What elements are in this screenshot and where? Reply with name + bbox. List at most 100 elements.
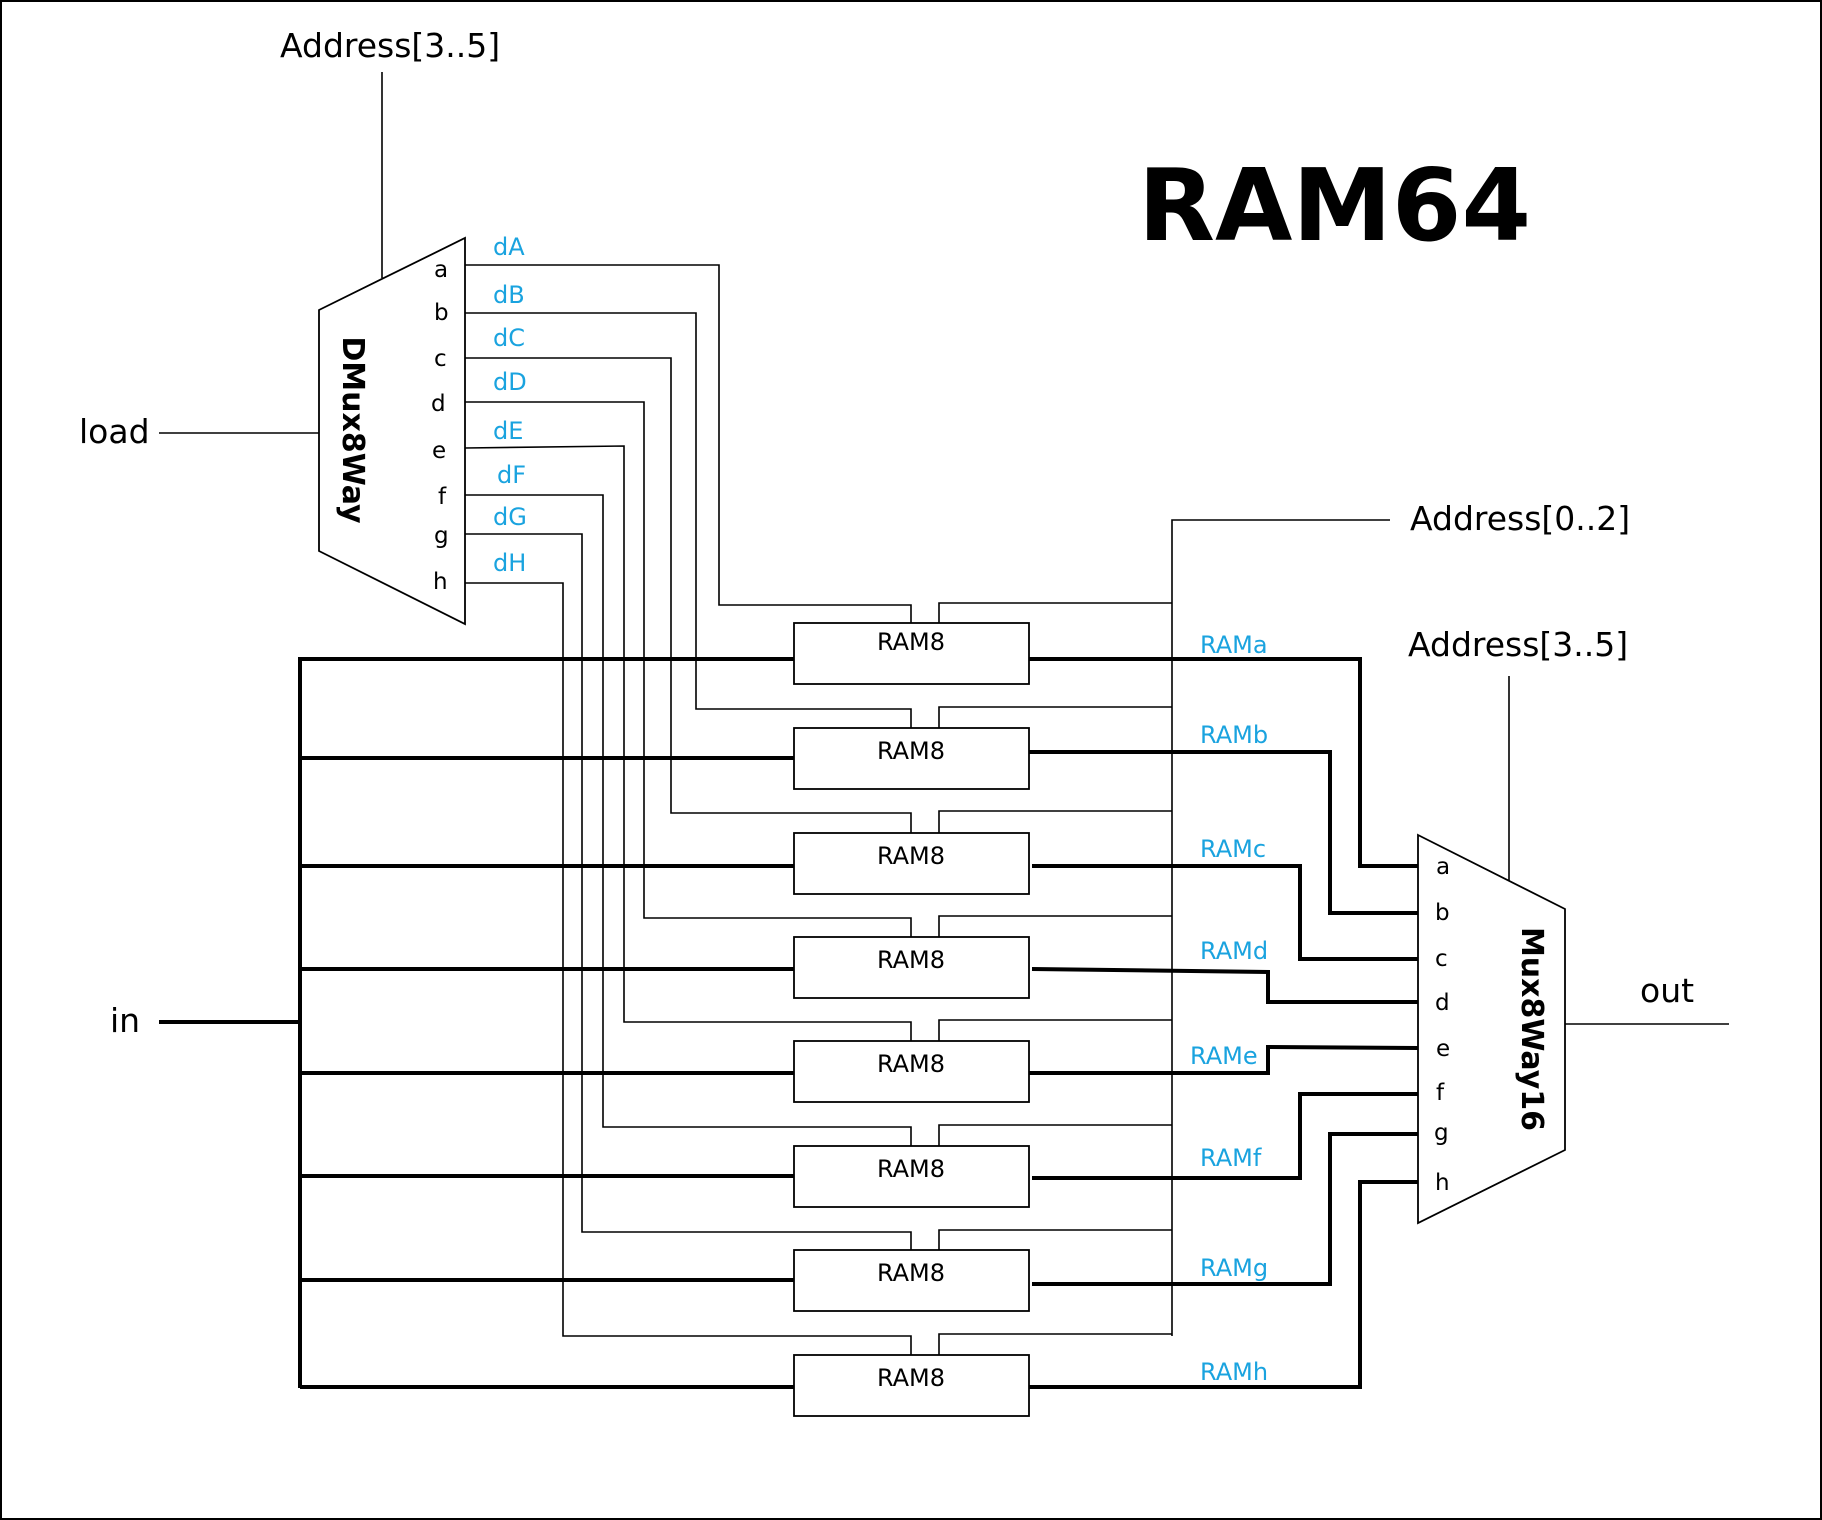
dmux8way-label: DMux8Way: [335, 336, 370, 524]
dmux-wire-g: [465, 533, 912, 1250]
ram8-label: RAM8: [877, 842, 945, 870]
in-label: in: [110, 1001, 140, 1040]
mux8way16-block: [1417, 833, 1566, 1225]
dmux-signal-label: dC: [493, 324, 525, 352]
mux-pin: e: [1436, 1036, 1450, 1062]
ram8-block-f: RAM8: [793, 1145, 1030, 1208]
ram-output-label: RAMh: [1200, 1358, 1268, 1386]
ram-output-label: RAMa: [1200, 631, 1268, 659]
dmux-pin-labels: a b c d e f g h: [431, 257, 449, 595]
address-low-label: Address[0..2]: [1410, 499, 1630, 538]
ram-output-label: RAMd: [1200, 937, 1268, 965]
ram8-block-d: RAM8: [793, 936, 1030, 999]
mux-pin: a: [1436, 854, 1450, 880]
dmux-signal-label: dF: [497, 461, 526, 489]
dmux-signal-label: dD: [493, 368, 527, 396]
dmux-pin: h: [433, 569, 448, 595]
address-tap: [938, 1124, 1172, 1146]
dmux-wire-f: [465, 494, 912, 1146]
ram8-box: [793, 1040, 1030, 1103]
mux8way16-label: Mux8Way16: [1514, 927, 1549, 1131]
address-low-taps: [938, 602, 1172, 1355]
mux-pin: f: [1436, 1080, 1445, 1106]
address-tap: [938, 810, 1172, 833]
ram8-label: RAM8: [877, 1259, 945, 1287]
ram8-block-g: RAM8: [793, 1249, 1030, 1312]
in-bus: [159, 657, 794, 1389]
dmux-pin: e: [432, 438, 446, 464]
mux-pin: g: [1434, 1120, 1449, 1146]
ram-output-wires: [1029, 657, 1419, 1389]
dmux-pin: c: [434, 346, 447, 372]
ram-out-wire-g: [1032, 1132, 1418, 1286]
ram-out-wire-b: [1029, 750, 1418, 915]
dmux-wire-h: [465, 582, 912, 1355]
ram-out-wire-a: [1029, 657, 1418, 868]
dmux-pin: g: [434, 523, 449, 549]
ram8-label: RAM8: [877, 737, 945, 765]
ram-out-wire-f: [1032, 1092, 1418, 1180]
dmux-wire-b: [465, 312, 912, 728]
ram8-blocks: RAM8 RAM8 RAM8 RAM8 RAM8 RAM8 RAM8 RAM8: [793, 622, 1030, 1417]
ram8-box: [793, 832, 1030, 895]
dmux-signal-label: dB: [493, 281, 525, 309]
address-high-label-dmux: Address[3..5]: [280, 26, 500, 65]
dmux-pin: a: [434, 257, 448, 283]
mux-pin: d: [1435, 990, 1450, 1016]
address-tap: [938, 1019, 1172, 1041]
dmux-wire-e: [464, 445, 912, 1041]
dmux-wire-d: [465, 401, 912, 937]
ram-output-label: RAMf: [1200, 1144, 1262, 1172]
ram8-block-h: RAM8: [793, 1354, 1030, 1417]
ram8-block-c: RAM8: [793, 832, 1030, 895]
mux-pin: h: [1435, 1170, 1450, 1196]
ram-output-labels: RAMa RAMb RAMc RAMd RAMe RAMf RAMg RAMh: [1190, 631, 1268, 1386]
ram-out-wire-d: [1031, 967, 1418, 1004]
ram8-box: [793, 622, 1030, 685]
ram8-label: RAM8: [877, 1050, 945, 1078]
dmux-signal-labels: dA dB dC dD dE dF dG dH: [493, 233, 527, 577]
ram8-label: RAM8: [877, 1155, 945, 1183]
ram8-box: [793, 1145, 1030, 1208]
ram8-block-e: RAM8: [793, 1040, 1030, 1103]
address-tap: [938, 706, 1172, 728]
dmux-wire-c: [465, 357, 912, 833]
load-label: load: [79, 412, 150, 451]
dmux-pin: f: [438, 484, 447, 510]
dmux-signal-label: dH: [493, 549, 526, 577]
ram8-label: RAM8: [877, 1364, 945, 1392]
ram8-box: [793, 1249, 1030, 1312]
ram8-box: [793, 727, 1030, 790]
mux-pin-labels: a b c d e f g h: [1434, 854, 1450, 1196]
dmux-signal-label: dE: [493, 417, 523, 445]
ram8-label: RAM8: [877, 946, 945, 974]
ram-output-label: RAMe: [1190, 1042, 1258, 1070]
ram-out-wire-c: [1032, 864, 1418, 961]
address-tap: [938, 915, 1172, 937]
dmux-pin: d: [431, 391, 446, 417]
ram8-label: RAM8: [877, 628, 945, 656]
mux-pin: b: [1435, 900, 1450, 926]
address-low-wire: [1171, 519, 1390, 1336]
ram-output-label: RAMg: [1200, 1254, 1268, 1282]
dmux-signal-label: dA: [493, 233, 525, 261]
ram-output-label: RAMb: [1200, 721, 1268, 749]
dmux-signal-label: dG: [493, 503, 527, 531]
ram-output-label: RAMc: [1200, 835, 1266, 863]
diagram-title: RAM64: [1138, 147, 1531, 264]
address-high-label-mux: Address[3..5]: [1408, 625, 1628, 664]
mux-pin: c: [1435, 946, 1448, 972]
out-label: out: [1640, 971, 1694, 1010]
ram-out-wire-e: [1029, 1044, 1419, 1075]
dmux-output-wires: [464, 264, 912, 1355]
address-tap: [938, 602, 1172, 623]
address-tap: [938, 1333, 1172, 1355]
dmux8way-block: [318, 236, 466, 626]
dmux-wire-a: [465, 264, 912, 623]
ram8-block-b: RAM8: [793, 727, 1030, 790]
ram8-box: [793, 936, 1030, 999]
dmux-pin: b: [434, 300, 449, 326]
address-tap: [938, 1229, 1172, 1250]
ram-out-wire-h: [1029, 1180, 1418, 1389]
